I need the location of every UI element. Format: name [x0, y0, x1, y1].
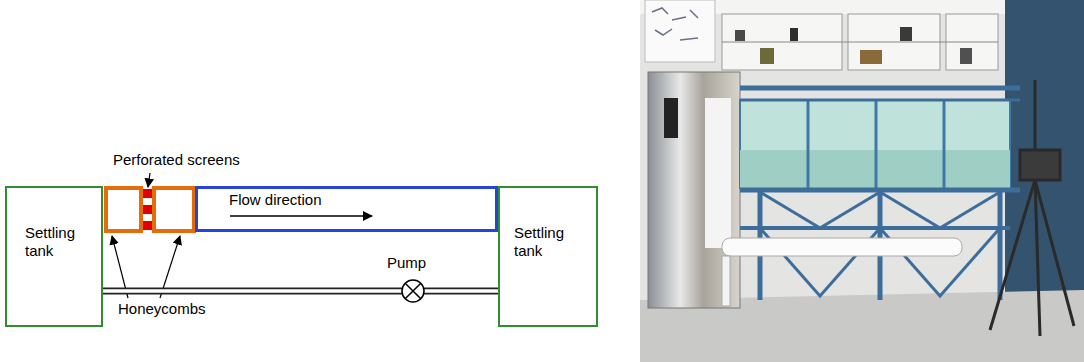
honeycomb [106, 188, 141, 231]
camera-tripod [990, 80, 1074, 336]
pipe-wall [103, 288, 498, 295]
flow-arrow [230, 215, 372, 216]
perforated-screen [143, 189, 152, 230]
white-pipe [722, 256, 730, 306]
wall-cabinets [900, 27, 912, 41]
node-text: Settling tank [514, 224, 576, 260]
glass-channel [807, 100, 810, 188]
glass-channel [740, 100, 1010, 188]
white-pipe [722, 238, 962, 306]
part-label: Perforated screens [113, 151, 240, 169]
whiteboard [645, 0, 715, 62]
leader-arrow [148, 173, 150, 187]
pump-label: Pump [387, 254, 426, 272]
pump-symbol [402, 280, 424, 302]
wall-cabinets [735, 30, 745, 41]
camera-tripod [1035, 180, 1040, 336]
pump-symbol [405, 283, 421, 299]
honeycomb [154, 188, 194, 231]
wall-cabinets [960, 48, 972, 64]
photo-background [640, 0, 1084, 362]
glass-channel [740, 100, 1010, 188]
wall-cabinets [722, 42, 998, 43]
blue-frame [740, 88, 1020, 300]
pump-symbol [402, 280, 424, 302]
perforated-screen [143, 205, 152, 214]
steel-tank [648, 72, 740, 308]
perforated-screen [143, 189, 152, 198]
wall-cabinets [860, 50, 882, 64]
blue-frame [740, 86, 1020, 91]
blue-frame [760, 192, 1000, 228]
photo-background [1005, 0, 1084, 300]
leader-arrow [112, 173, 180, 298]
wall-cabinets [722, 14, 998, 70]
flume-channel: Flow direction [195, 186, 498, 232]
blue-frame [998, 190, 1003, 300]
camera-tripod [1035, 180, 1074, 326]
pipe-bore [103, 289, 498, 293]
steel-tank [705, 98, 731, 248]
glass-channel [943, 100, 946, 188]
wall-cabinets [760, 48, 774, 64]
perforated-screen [143, 221, 152, 230]
glass-channel [875, 100, 878, 188]
white-pipe [722, 238, 962, 256]
steel-tank [664, 98, 678, 138]
whiteboard [645, 0, 715, 62]
blue-frame [740, 99, 1020, 102]
blue-frame [740, 226, 1010, 230]
node-text: Settling tank [25, 224, 87, 260]
camera-tripod [990, 180, 1035, 330]
whiteboard [652, 8, 698, 40]
honeycomb [106, 188, 194, 231]
photo-background [640, 0, 1084, 362]
camera-tripod [1020, 150, 1060, 180]
return-pipe [103, 291, 498, 292]
settling-tank: Settling tank [498, 186, 598, 327]
node-text: Flow direction [229, 191, 322, 209]
settling-tank: Settling tank [5, 186, 103, 327]
flow-arrow [230, 216, 372, 217]
steel-tank [648, 72, 740, 308]
wall-cabinets [790, 28, 798, 41]
part-label: Honeycombs [118, 300, 206, 318]
